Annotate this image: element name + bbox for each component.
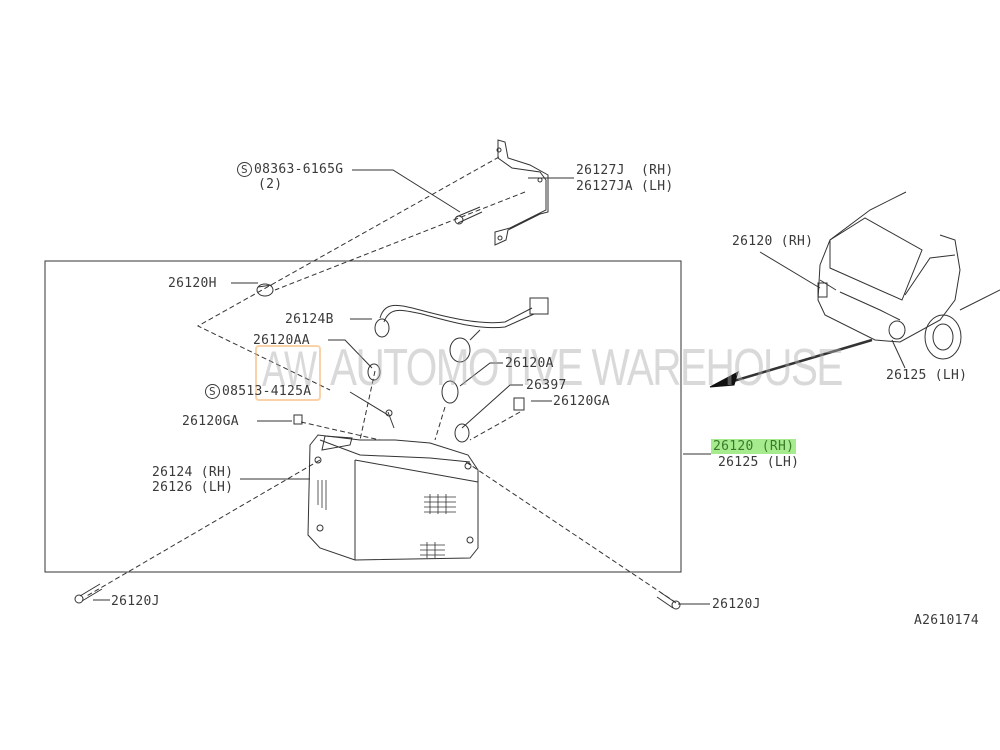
callout-bracket-rh[interactable]: 26127J (RH) (576, 163, 674, 178)
callout-nut-right[interactable]: 26120GA (553, 394, 610, 409)
clip-h (256, 283, 274, 297)
callout-bulb-a[interactable]: 26120A (505, 356, 554, 371)
dashed-lines (84, 156, 676, 603)
callout-assembly-lh[interactable]: 26125 (LH) (718, 455, 800, 470)
callout-bulb-aa[interactable]: 26120AA (253, 333, 310, 348)
callout-bolt-right[interactable]: 26120J (712, 597, 761, 612)
standard-part-icon: S (205, 384, 220, 399)
car-illustration (817, 191, 1000, 360)
arrow-to-car (709, 338, 873, 388)
watermark-logo: AW (262, 341, 318, 397)
bolts (74, 583, 681, 610)
part-number: 08513-4125A (222, 384, 312, 399)
callout-nut-left[interactable]: 26120GA (182, 414, 239, 429)
screw-top (454, 206, 483, 225)
callout-socket[interactable]: 26397 (526, 378, 567, 393)
callout-car-lh[interactable]: 26125 (LH) (886, 368, 968, 383)
callout-clip-h[interactable]: 26120H (168, 276, 217, 291)
callout-lens-rh[interactable]: 26124 (RH) (152, 465, 234, 480)
bracket (494, 139, 549, 246)
callout-lens-lh[interactable]: 26126 (LH) (152, 480, 234, 495)
diagram-id: A2610174 (914, 613, 980, 628)
callout-bracket-lh[interactable]: 26127JA (LH) (576, 179, 674, 194)
leader-lines (93, 169, 906, 605)
watermark-logo-box (255, 345, 321, 401)
assembly-box (44, 260, 682, 573)
callout-harness[interactable]: 26124B (285, 312, 334, 327)
callout-bolt-left[interactable]: 26120J (111, 594, 160, 609)
harness (374, 297, 549, 363)
callout-assembly-rh-highlighted[interactable]: 26120 (RH) (711, 439, 797, 454)
callout-car-rh[interactable]: 26120 (RH) (732, 234, 814, 249)
callout-screw-top-qty: (2) (258, 177, 283, 192)
watermark-text: AUTOMOTIVE WAREHOUSE (330, 339, 843, 397)
standard-part-icon: S (237, 162, 252, 177)
part-number: 08363-6165G (254, 162, 344, 177)
lamp-assembly (307, 434, 479, 561)
bulbs (293, 363, 525, 443)
